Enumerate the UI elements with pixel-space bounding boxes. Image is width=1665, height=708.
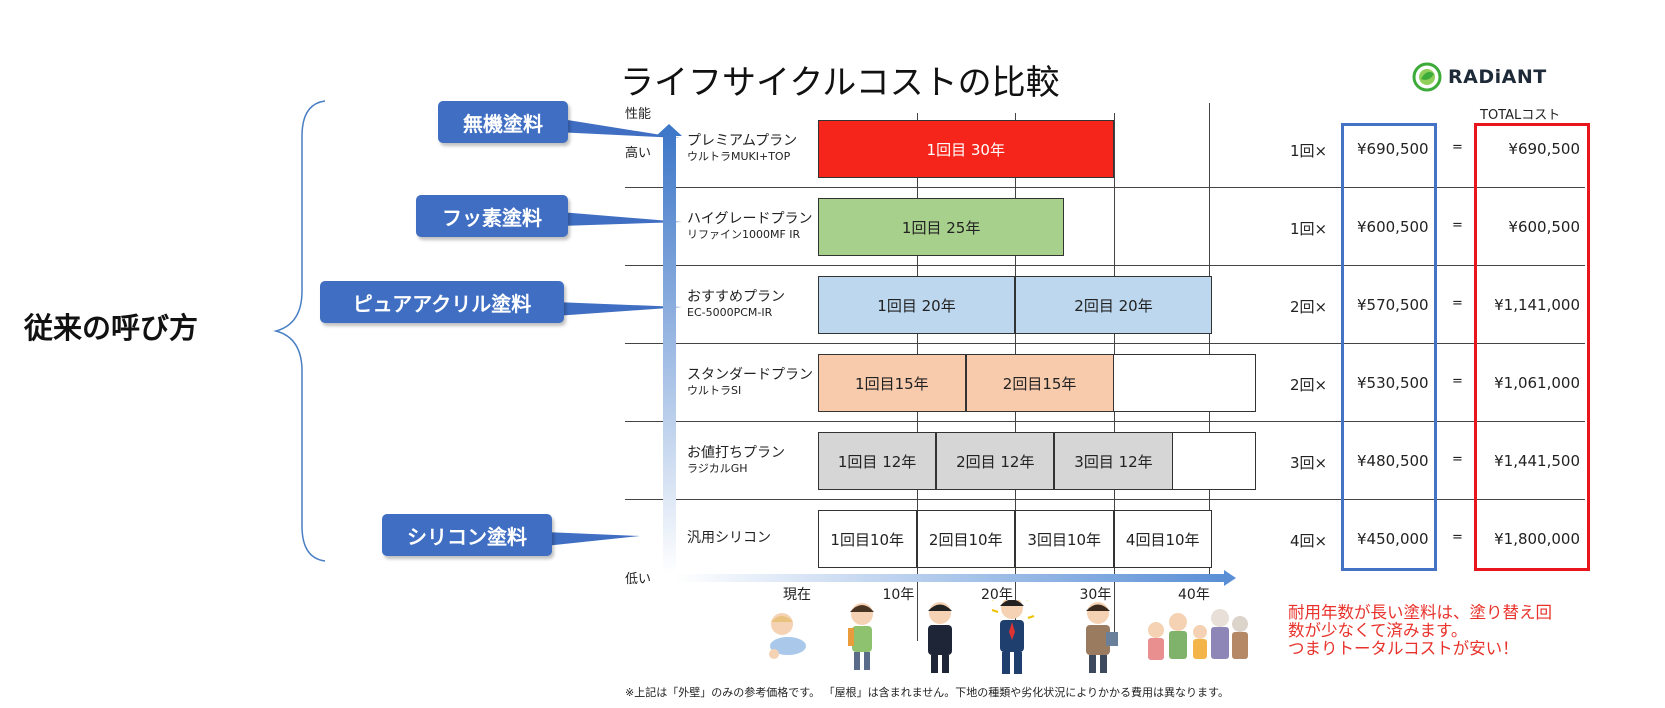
- callout-label: 無機塗料: [463, 111, 543, 136]
- row-separator: [625, 421, 1585, 422]
- plan-name-2: ハイグレードプラン: [687, 211, 813, 227]
- plan-product-1: ウルトラMUKI+TOP: [687, 150, 791, 163]
- bar-segment: 2回目15年: [965, 354, 1114, 412]
- unit-price: ¥570,500: [1357, 296, 1429, 314]
- total-cost: ¥1,141,000: [1494, 296, 1580, 314]
- page-title: ライフサイクルコストの比較: [620, 63, 1060, 103]
- plan-name-4: スタンダードプラン: [687, 367, 813, 383]
- footnote: ※上記は「外壁」のみの参考価格です。 「屋根」は含まれません。下地の種類や劣化状…: [625, 686, 1229, 699]
- child-icon: [848, 603, 874, 670]
- callout-fluorine-paint: フッ素塗料: [416, 195, 568, 237]
- axis-low-label: 低い: [625, 572, 652, 587]
- durability-note-line: 耐用年数が長い塗料は、塗り替え回: [1288, 603, 1552, 622]
- repaint-count: 1回×: [1290, 220, 1328, 238]
- baby-icon: [769, 613, 806, 659]
- bar-segment: 3回目 12年: [1054, 432, 1173, 490]
- family-icon: [1148, 609, 1248, 660]
- plan-product-5: ラジカルGH: [687, 462, 748, 475]
- callout-pointer-2: [560, 212, 682, 226]
- row-separator: [625, 265, 1585, 266]
- bar-segment: 3回目10年: [1015, 510, 1114, 568]
- time-tick-label: 現在: [783, 587, 811, 603]
- callout-label: フッ素塗料: [442, 205, 542, 230]
- total-cost: ¥1,061,000: [1494, 374, 1580, 392]
- bar-segment: 2回目 20年: [1015, 276, 1212, 334]
- durability-note-line: つまりトータルコストが安い！: [1288, 639, 1519, 658]
- gridline-right: [1209, 103, 1211, 581]
- businessman-icon: [991, 600, 1035, 674]
- repaint-count: 1回×: [1290, 142, 1328, 160]
- row-separator: [625, 187, 1585, 188]
- total-cost: ¥600,500: [1508, 218, 1580, 236]
- brand-logo: RADiANT: [1412, 62, 1547, 92]
- equals-sign: =: [1452, 530, 1463, 545]
- total-cost-highlight-box: [1474, 123, 1590, 571]
- durability-note-line: 数が少なくて済みます。: [1288, 621, 1468, 640]
- plan-name-5: お値打ちプラン: [687, 445, 785, 461]
- axis-high-label: 高い: [625, 146, 652, 161]
- callout-pointer-4: [545, 532, 640, 546]
- row-separator: [625, 499, 1585, 500]
- leaf-logo-icon: [1412, 62, 1442, 92]
- bar-segment: 1回目 20年: [818, 276, 1015, 334]
- time-tick-label: 40年: [1178, 587, 1210, 603]
- equals-sign: =: [1452, 218, 1463, 233]
- total-cost: ¥690,500: [1508, 140, 1580, 158]
- plan-product-4: ウルトラSI: [687, 384, 742, 397]
- bar-segment: 1回目15年: [818, 354, 966, 412]
- curly-brace-icon: [273, 100, 326, 562]
- bar-segment: 2回目10年: [916, 510, 1015, 568]
- bar-segment: 1回目10年: [818, 510, 917, 568]
- callout-pure-acrylic-paint: ピュアアクリル塗料: [320, 281, 564, 323]
- row-separator: [625, 343, 1585, 344]
- unit-price: ¥600,500: [1357, 218, 1429, 236]
- equals-sign: =: [1452, 452, 1463, 467]
- unit-price: ¥530,500: [1357, 374, 1429, 392]
- callout-label: ピュアアクリル塗料: [352, 291, 532, 316]
- time-tick-label: 10年: [882, 587, 915, 603]
- bar-segment: 4回目10年: [1113, 510, 1212, 568]
- totals-header: TOTALコスト: [1480, 108, 1561, 123]
- equals-sign: =: [1452, 296, 1463, 311]
- repaint-count: 4回×: [1290, 532, 1328, 550]
- life-stage-illustrations: [769, 600, 1248, 674]
- time-tick-label: 30年: [1079, 587, 1112, 603]
- student-icon: [928, 602, 952, 673]
- repaint-count: 3回×: [1290, 454, 1328, 472]
- callout-label: シリコン塗料: [407, 524, 527, 549]
- plan-product-3: EC-5000PCM-IR: [687, 306, 773, 319]
- total-cost: ¥1,800,000: [1494, 530, 1580, 548]
- brand-name: RADiANT: [1448, 66, 1547, 88]
- bar-segment: 2回目 12年: [936, 432, 1055, 490]
- callout-inorganic-paint: 無機塗料: [438, 101, 568, 143]
- unit-price: ¥450,000: [1357, 530, 1429, 548]
- callout-pointer-3: [555, 302, 682, 316]
- equals-sign: =: [1452, 140, 1463, 155]
- bar-segment: 1回目 30年: [818, 120, 1114, 178]
- plan-name-1: プレミアムプラン: [687, 133, 798, 149]
- axis-performance-label: 性能: [625, 107, 652, 122]
- callout-pointer-1: [555, 118, 680, 138]
- callout-silicone-paint: シリコン塗料: [382, 514, 552, 556]
- plan-product-2: リファイン1000MF IR: [687, 228, 801, 241]
- adult-icon: [1086, 602, 1118, 673]
- durability-note: 耐用年数が長い塗料は、塗り替え回 数が少なくて済みます。 つまりトータルコストが…: [1288, 604, 1552, 658]
- plan-name-6: 汎用シリコン: [687, 530, 771, 546]
- unit-price: ¥690,500: [1357, 140, 1429, 158]
- time-tick-label: 20年: [981, 587, 1013, 603]
- repaint-count: 2回×: [1290, 376, 1328, 394]
- unit-price-highlight-box: [1341, 123, 1437, 571]
- equals-sign: =: [1452, 374, 1463, 389]
- unit-price: ¥480,500: [1357, 452, 1429, 470]
- total-cost: ¥1,441,500: [1494, 452, 1580, 470]
- bar-segment: 1回目 25年: [818, 198, 1065, 256]
- legacy-naming-label: 従来の呼び方: [24, 311, 199, 345]
- bar-segment: 1回目 12年: [818, 432, 937, 490]
- repaint-count: 2回×: [1290, 298, 1328, 316]
- plan-name-3: おすすめプラン: [687, 289, 785, 305]
